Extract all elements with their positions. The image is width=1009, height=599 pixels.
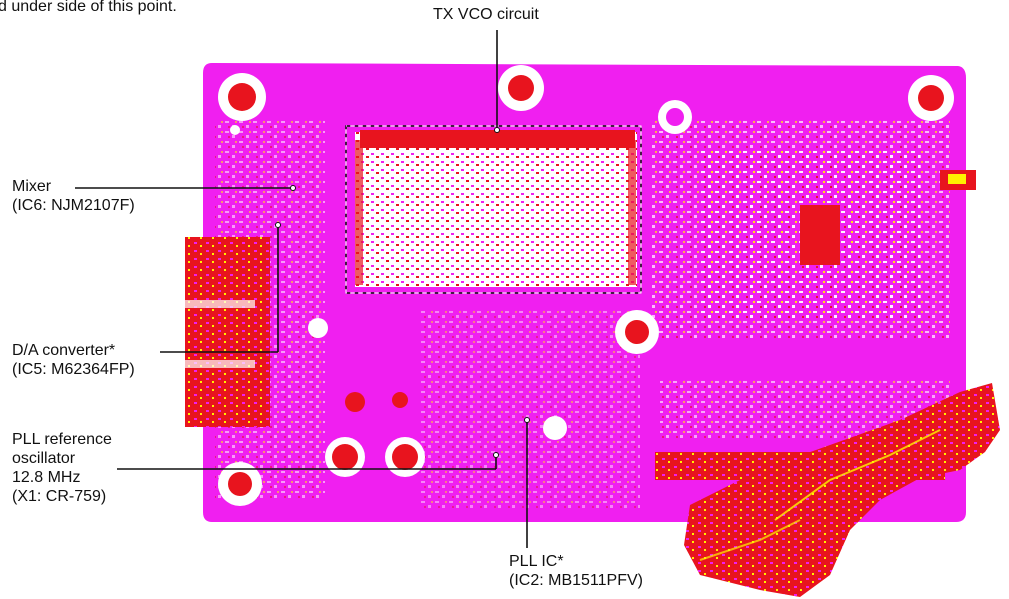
header-note: d under side of this point. bbox=[0, 0, 177, 16]
cable-bundle bbox=[684, 383, 1000, 597]
leader-lines bbox=[75, 30, 528, 548]
pll-reference-label-line4: (X1: CR-759) bbox=[12, 488, 107, 505]
da-converter-label-line1: D/A converter* bbox=[12, 342, 116, 359]
pll-ic-label-line1: PLL IC* bbox=[509, 553, 564, 570]
pll-reference-label: PLL reference oscillator 12.8 MHz (X1: C… bbox=[12, 430, 112, 506]
header-note-text: d under side of this point. bbox=[0, 0, 177, 15]
da-converter-label-line2: (IC5: M62364FP) bbox=[12, 361, 135, 378]
mixer-label: Mixer (IC6: NJM2107F) bbox=[12, 177, 135, 215]
da-converter-label: D/A converter* (IC5: M62364FP) bbox=[12, 341, 135, 379]
leader-dots bbox=[275, 127, 530, 458]
pll-reference-label-line2: oscillator bbox=[12, 450, 76, 467]
pll-ic-label-line2: (IC2: MB1511PFV) bbox=[509, 572, 643, 589]
mixer-label-line2: (IC6: NJM2107F) bbox=[12, 197, 135, 214]
connector-block bbox=[185, 237, 270, 427]
mounting-holes bbox=[218, 65, 954, 506]
pll-reference-label-line1: PLL reference bbox=[12, 431, 112, 448]
pll-ic-label: PLL IC* (IC2: MB1511PFV) bbox=[509, 552, 643, 590]
tx-vco-label: TX VCO circuit bbox=[433, 5, 539, 24]
tx-vco-label-line1: TX VCO circuit bbox=[433, 6, 539, 23]
mixer-label-line1: Mixer bbox=[12, 178, 52, 195]
pll-reference-label-line3: 12.8 MHz bbox=[12, 469, 81, 486]
